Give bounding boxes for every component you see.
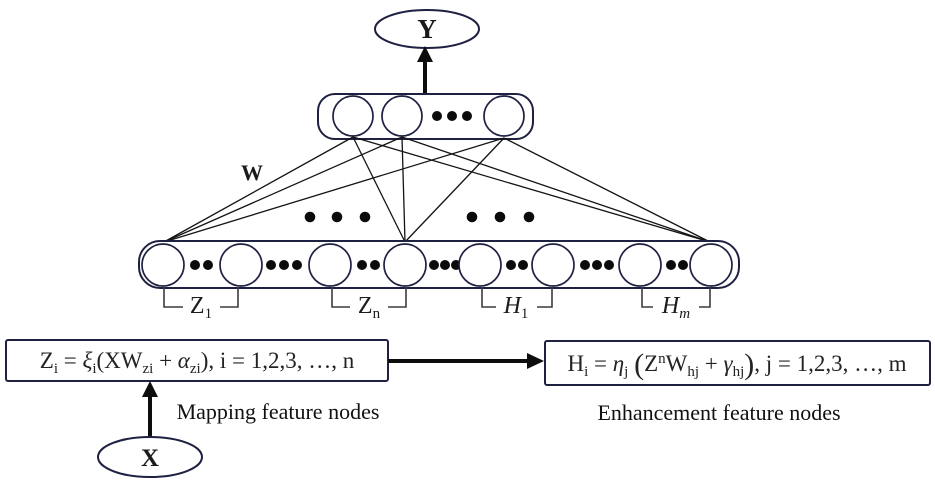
top-layer <box>317 93 534 140</box>
feature-node-circle <box>689 243 733 287</box>
input-label: X <box>141 445 159 472</box>
ellipsis-dots <box>580 260 614 270</box>
feature-node-circle <box>458 243 502 287</box>
output-node: Y <box>374 9 480 49</box>
ellipsis-dots <box>429 260 461 270</box>
ellipsis-dots <box>506 260 528 270</box>
weight-connections <box>163 136 711 243</box>
feature-node-circle <box>383 243 427 287</box>
enhancement-formula: Hi = ηj (ZnWhj + γhj), j = 1,2,3, …, m <box>567 348 906 381</box>
group-label-hm: Hm <box>661 293 690 322</box>
feature-layer-box <box>138 240 740 289</box>
group-label-zn: Zn <box>358 293 381 322</box>
mapping-caption: Mapping feature nodes <box>177 399 380 424</box>
output-label: Y <box>417 14 437 44</box>
ellipsis-dots <box>432 111 472 121</box>
top-node-circle <box>332 95 374 137</box>
feature-node-circle <box>141 243 185 287</box>
group-label-h1: H1 <box>503 293 529 322</box>
ellipsis-dots <box>266 260 302 270</box>
feature-node-circle <box>531 243 575 287</box>
mapping-formula: Zi = ξi(XWzi + αzi), i = 1,2,3, …, n <box>40 348 355 377</box>
feature-node-circle <box>308 243 352 287</box>
middle-ellipsis-dots <box>304 211 535 223</box>
weight-label: W <box>241 160 263 185</box>
arrow-head-icon <box>142 381 158 397</box>
feature-layer <box>138 240 740 289</box>
arrow-mapping-to-enhancement <box>388 353 544 369</box>
group-label-z1: Z1 <box>190 293 212 322</box>
top-node-circle <box>483 95 525 137</box>
mapping-formula-box: Zi = ξi(XWzi + αzi), i = 1,2,3, …, n <box>5 339 389 382</box>
top-layer-box <box>317 93 534 140</box>
ellipsis-dots <box>357 260 380 270</box>
enhancement-formula-box: Hi = ηj (ZnWhj + γhj), j = 1,2,3, …, m <box>544 340 931 386</box>
output-ellipse <box>374 9 480 49</box>
feature-node-circle <box>219 243 263 287</box>
ellipsis-dots <box>666 260 688 270</box>
arrow-input-to-mapping <box>142 381 158 438</box>
input-node: X <box>97 436 203 478</box>
input-ellipse <box>97 436 203 478</box>
arrow-head-icon <box>527 353 544 369</box>
feature-node-circle <box>618 243 662 287</box>
arrow-top-to-output <box>417 46 433 94</box>
arrow-head-icon <box>417 46 433 62</box>
top-node-circle <box>381 95 423 137</box>
ellipsis-dots <box>190 260 213 270</box>
enhancement-caption: Enhancement feature nodes <box>597 400 840 425</box>
group-brackets: Z1 Zn H1 Hm <box>163 287 711 322</box>
